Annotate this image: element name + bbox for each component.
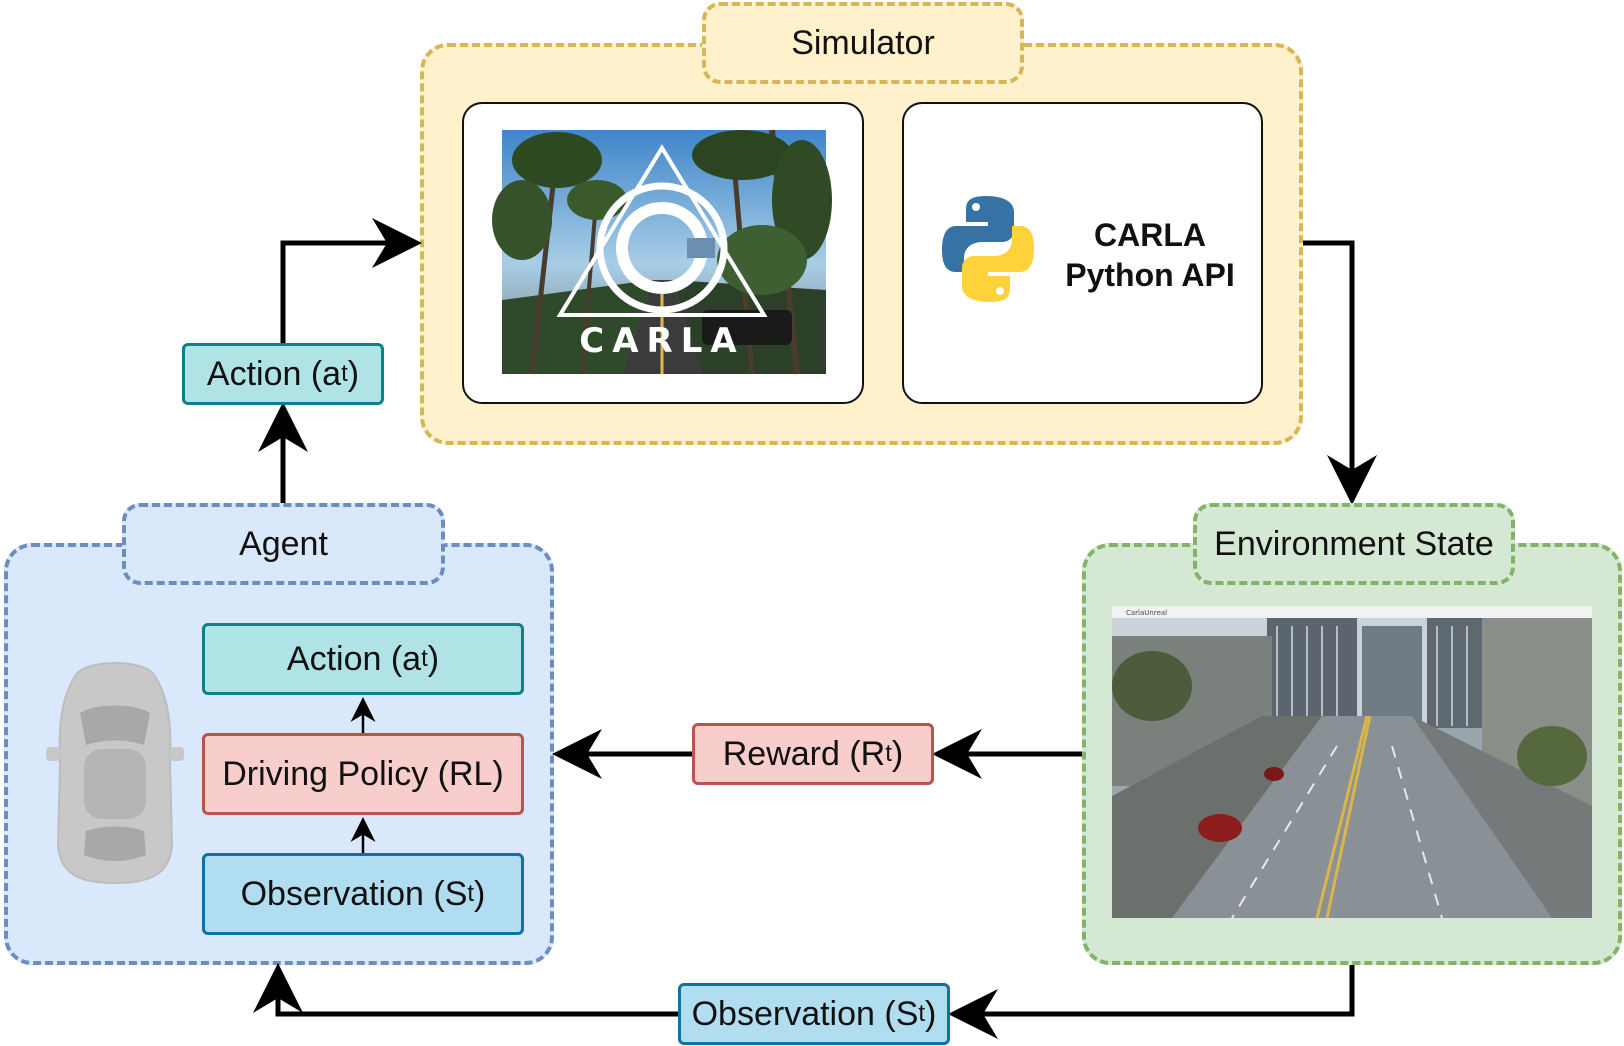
python-api-label-line1: CARLA [1094,217,1206,253]
observation-edge-text: Observation (S [691,994,919,1033]
arrow-environment-to-observation [948,965,1355,1039]
observation-edge-close: ) [925,994,937,1033]
agent-action-text: Action (a [286,639,422,678]
agent-title: Agent [122,503,445,585]
carla-logo-panel: CARLA [462,102,864,404]
driving-policy-box: Driving Policy (RL) [202,733,524,815]
python-logo-icon [942,196,1034,302]
screenshot-window-title: CarlaUnreal [1126,609,1167,617]
python-api-label-line2: Python API [1065,257,1235,293]
carla-logo-text: CARLA [579,321,744,361]
agent-observation-close: ) [474,874,486,913]
arrow-action-to-simulator [280,218,422,343]
agent-action-close: ) [427,639,440,678]
environment-state-title: Environment State [1193,503,1515,585]
reward-edge-close: ) [891,734,904,773]
carla-city-screenshot: CarlaUnreal [1112,606,1592,919]
simulator-title: Simulator [702,2,1024,84]
arrow-simulator-to-environment [1303,240,1377,505]
action-edge-text: Action (a [206,354,342,393]
reward-edge-text: Reward (R [722,734,886,773]
action-edge-close: ) [347,354,360,393]
arrow-observation-to-agent [253,963,678,1017]
car-top-view-icon [46,662,184,885]
python-api-label: CARLA Python API [1060,205,1240,305]
python-api-panel [902,102,1263,404]
carla-logo-image: CARLA [492,129,832,375]
agent-observation-text: Observation (S [240,874,468,913]
